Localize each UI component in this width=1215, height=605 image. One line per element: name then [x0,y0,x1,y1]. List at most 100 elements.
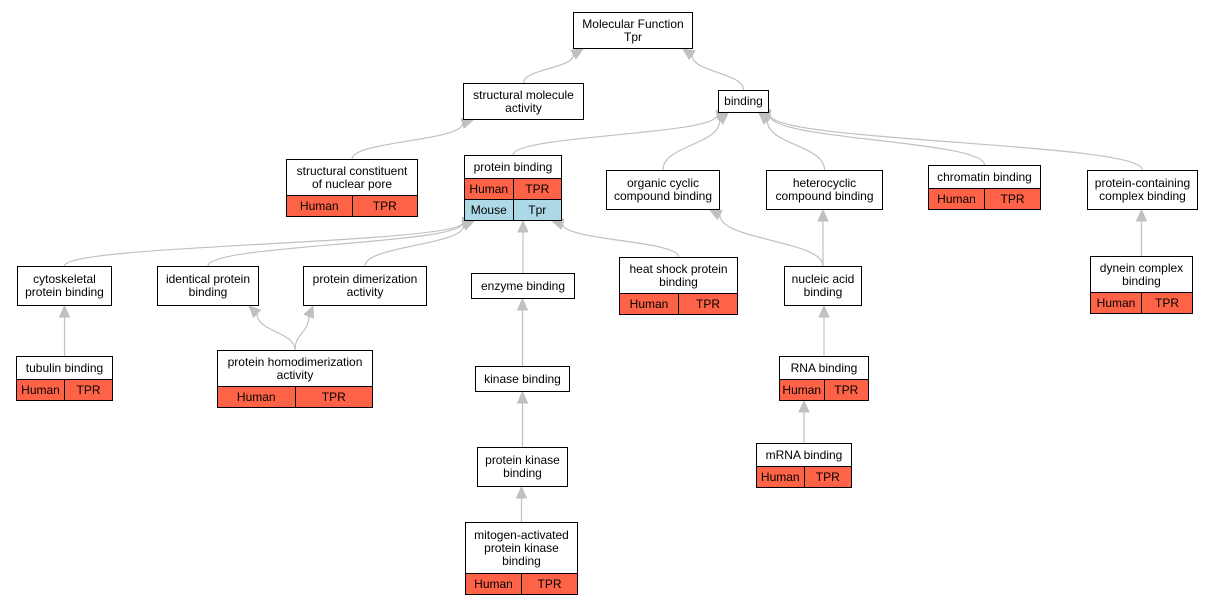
gene-cell: TPR [64,380,112,400]
arrowhead-binding-to-root [681,48,696,61]
edge-heterocyclic-to-binding [766,120,826,171]
edge-nucleic_acid-to-organic_cyclic [719,214,824,267]
arrowhead-rna_binding-to-nucleic_acid [818,304,830,318]
go-term-label: enzyme binding [480,278,566,293]
arrowhead-enzyme_binding-to-protein_binding [517,219,529,233]
gene-cell: TPR [678,294,737,314]
arrowhead-nucleic_acid-to-heterocyclic [817,208,829,222]
gene-cell: Tpr [512,200,562,220]
go-term-nucleic-acid[interactable]: nucleic acid binding [784,266,862,306]
go-term-label: mRNA binding [765,447,843,462]
go-term-protein-dimerization[interactable]: protein dimerization activity [303,266,427,306]
go-term-label: dynein complex binding [1099,260,1184,288]
edge-protein_binding-to-binding [512,114,718,156]
arrowhead-structural_molecule_activity-to-root [570,48,585,60]
species-cell: Human [299,198,339,213]
go-term-kinase-binding[interactable]: kinase binding [475,366,570,392]
species-cell: Human [1096,295,1136,310]
go-term-label: protein dimerization activity [312,272,418,299]
go-term-label: tubulin binding [25,360,104,375]
go-term-label: structural constituent of nuclear pore [296,163,408,191]
edge-organic_cyclic-to-binding [662,120,721,171]
go-term-identical-protein[interactable]: identical protein binding [157,266,259,306]
gene-cell: TPR [512,179,562,199]
species-cell: Human [782,382,822,397]
annotation-row: Human TPR [287,195,417,216]
species-cell: Human [21,382,60,397]
annotation-row: Mouse Tpr [465,199,561,220]
go-term-label: binding [724,94,763,108]
arrowhead-mapk_binding-to-protein_kinase_binding [515,485,528,499]
go-term-root[interactable]: Molecular Function Tpr [573,12,693,49]
edge-protein_containing_complex-to-binding [769,114,1144,171]
go-term-label: protein binding [473,159,553,174]
arrowhead-nucleic_acid-to-organic_cyclic [708,209,723,221]
species-cell: Mouse [470,202,507,217]
go-term-label: nucleic acid binding [791,272,855,299]
species-cell: Human [937,191,976,206]
annotation-row: Human TPR [929,188,1040,209]
go-term-label: organic cyclic compound binding [613,176,713,203]
edge-protein_homodimerization-to-identical_protein [256,313,296,351]
gene-cell: TPR [823,380,869,400]
arrowhead-tubulin_binding-to-cytoskeletal [58,304,71,318]
annotation-row: Human TPR [17,379,112,400]
go-term-mapk-binding[interactable]: mitogen-activated protein kinase binding… [465,522,578,595]
go-term-label: heat shock protein binding [629,261,728,289]
go-term-label: heterocyclic compound binding [775,176,874,203]
arrowhead-organic_cyclic-to-binding [715,112,729,125]
go-term-label: cytoskeletal protein binding [25,272,104,299]
species-cell: Human [474,576,513,591]
species-cell: Human [469,181,509,196]
go-term-label: RNA binding [790,360,858,375]
edge-identical_protein-to-protein_binding [207,222,464,267]
gene-cell: TPR [351,196,418,216]
species-cell: Human [236,389,276,404]
go-term-heterocyclic[interactable]: heterocyclic compound binding [766,170,883,210]
go-term-enzyme-binding[interactable]: enzyme binding [471,273,575,299]
go-term-label: mitogen-activated protein kinase binding [474,527,569,568]
edge-protein_dimerization-to-protein_binding [364,225,465,267]
edge-protein_homodimerization-to-protein_dimerization [294,316,310,351]
go-term-label: protein kinase binding [485,453,560,480]
go-term-organic-cyclic[interactable]: organic cyclic compound binding [606,170,720,210]
arrowhead-protein_kinase_binding-to-kinase_binding [516,390,529,404]
go-term-structural-molecule-activity[interactable]: structural molecule activity [463,83,584,120]
species-cell: Human [629,296,669,311]
go-term-label: kinase binding [484,371,561,386]
arrowhead-protein_homodimerization-to-protein_dimerization [303,304,314,319]
edge-heat_shock-to-protein_binding [561,223,680,258]
gene-cell: TPR [803,467,852,487]
go-term-label: protein-containing complex binding [1094,176,1191,203]
go-term-protein-kinase-binding[interactable]: protein kinase binding [477,447,568,487]
go-term-label: identical protein binding [165,272,251,299]
edge-cytoskeletal-to-protein_binding [63,221,464,267]
edge-binding-to-root [691,55,745,91]
annotation-row: Human TPR [620,293,737,314]
go-term-binding[interactable]: binding [718,90,769,113]
go-term-label: chromatin binding [937,169,1032,184]
gene-cell: TPR [984,189,1040,209]
go-term-protein-containing-complex[interactable]: protein-containing complex binding [1087,170,1198,210]
edge-structural_constituent_nuclear_pore-to-structural_molecule_activity [351,123,464,160]
edge-structural_molecule_activity-to-root [522,54,575,84]
go-term-cytoskeletal[interactable]: cytoskeletal protein binding [17,266,112,306]
go-term-label: Molecular Function Tpr [582,16,684,44]
arrowhead-structural_constituent_nuclear_pore-to-structural_molecule_activity [460,118,475,130]
species-cell: Human [760,469,800,484]
